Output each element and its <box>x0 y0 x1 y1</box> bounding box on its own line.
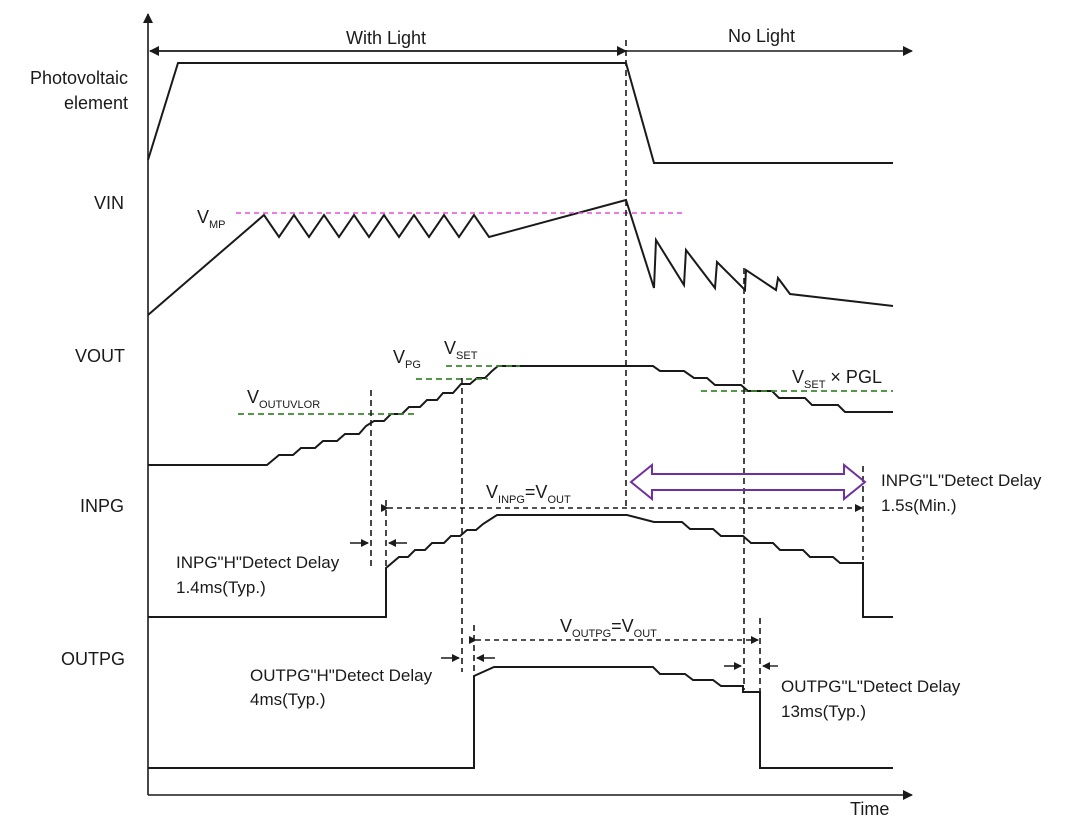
vout-label: VOUT <box>75 346 125 366</box>
vmp-label: VMP <box>197 207 226 231</box>
inpg-l-delay-label-2: 1.5s(Min.) <box>881 496 957 515</box>
outpg-h-delay-label-2: 4ms(Typ.) <box>250 690 326 709</box>
vout-waveform <box>148 365 893 466</box>
outpg-l-delay-label-2: 13ms(Typ.) <box>781 702 866 721</box>
pv-label-line1: Photovoltaic <box>30 68 128 88</box>
outpg-waveform <box>148 666 893 769</box>
x-axis-label: Time <box>850 799 889 819</box>
vset-pgl-label: VSET × PGL <box>792 367 882 391</box>
pv-label-line2: element <box>64 93 128 113</box>
inpg-waveform <box>148 514 893 618</box>
vin-waveform <box>147 198 894 316</box>
outpg-l-delay-label-1: OUTPG"L"Detect Delay <box>781 677 961 696</box>
vset-label: VSET <box>444 338 478 362</box>
inpg-label: INPG <box>80 496 124 516</box>
vuvlor-label: VOUTUVLOR <box>247 387 320 411</box>
inpg-h-delay-label-2: 1.4ms(Typ.) <box>176 578 266 597</box>
voutpg-equation: VOUTPG=VOUT <box>560 616 657 640</box>
inpg-l-delay-arrow <box>629 462 867 502</box>
outpg-h-delay-label-1: OUTPG"H"Detect Delay <box>250 666 433 685</box>
inpg-l-delay-label-1: INPG"L"Detect Delay <box>881 471 1042 490</box>
outpg-label: OUTPG <box>61 649 125 669</box>
with-light-label: With Light <box>346 28 426 48</box>
vpg-label: VPG <box>393 347 421 371</box>
vinpg-equation: VINPG=VOUT <box>486 482 571 506</box>
no-light-label: No Light <box>728 26 795 46</box>
pv-waveform <box>147 62 893 164</box>
inpg-h-delay-label-1: INPG"H"Detect Delay <box>176 553 340 572</box>
vin-label: VIN <box>94 193 124 213</box>
